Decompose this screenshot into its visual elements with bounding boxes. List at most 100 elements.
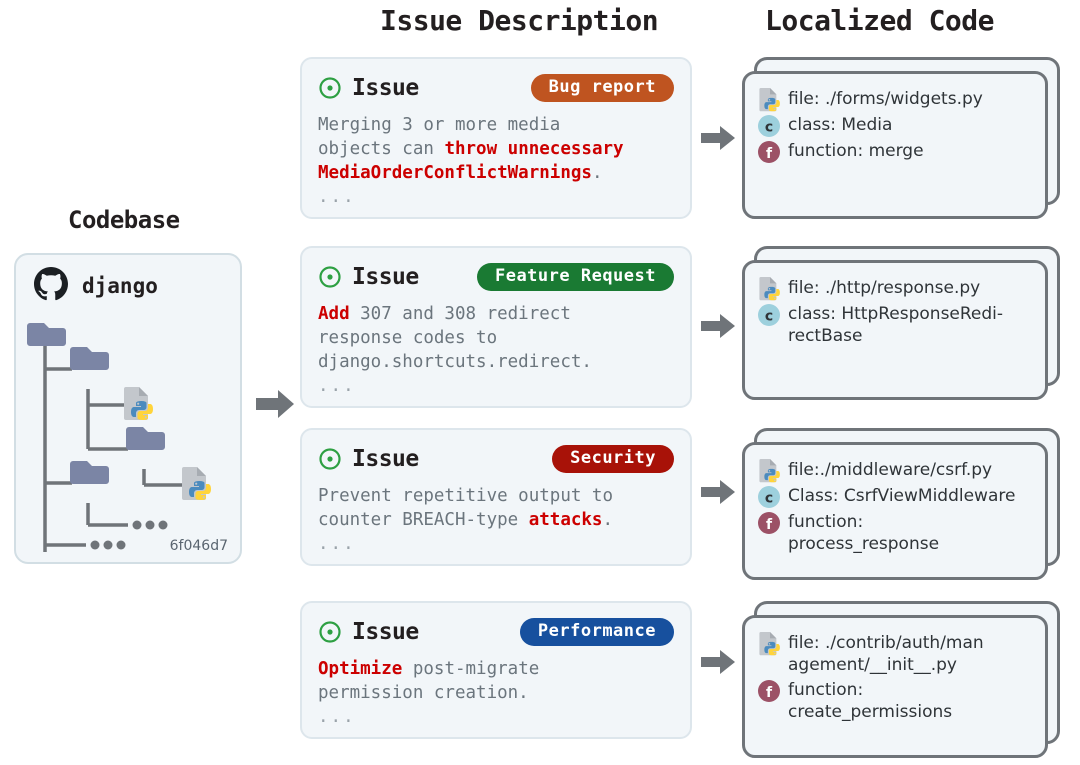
- folder-icon: [70, 461, 109, 484]
- python-file-icon: [757, 632, 783, 656]
- arrow-right-icon-issue-to-code: [701, 480, 735, 504]
- function-icon: f: [757, 140, 783, 164]
- issue-body-highlight: Add: [318, 304, 350, 324]
- issue-body-text: 307 and 308 redirect response codes to d…: [318, 304, 592, 373]
- svg-text:f: f: [766, 685, 773, 701]
- issue-body-highlight: throw unnecessary MediaOrderConflictWarn…: [318, 139, 624, 184]
- issue-type-badge[interactable]: Bug report: [530, 73, 674, 103]
- code-card-front[interactable]: file: ./forms/widgets.py c class: Media …: [742, 71, 1048, 219]
- code-location-line: file:./middleware/csrf.py: [757, 458, 1035, 483]
- issue-open-icon: [318, 265, 342, 289]
- issue-card-header: Issue Security: [318, 442, 674, 476]
- code-location-line: f function: merge: [757, 139, 1035, 164]
- issue-truncation-ellipsis: ...: [318, 707, 356, 728]
- repo-name-label: django: [82, 274, 158, 298]
- arrow-right-icon-issue-to-code: [701, 126, 735, 150]
- class-icon: c: [758, 115, 780, 137]
- issue-card[interactable]: Issue Feature Request Add 307 and 308 re…: [300, 246, 692, 409]
- tree-ellipsis-icon: [90, 540, 126, 550]
- issue-open-icon: [318, 447, 342, 471]
- code-location-text: function: merge: [788, 141, 924, 161]
- issue-type-badge[interactable]: Security: [552, 444, 674, 474]
- localized-code-stack[interactable]: file: ./forms/widgets.py c class: Media …: [742, 57, 1060, 219]
- code-location-text: function: create_permissions: [788, 679, 953, 723]
- code-card-front[interactable]: file:./middleware/csrf.py c Class: CsrfV…: [742, 442, 1048, 580]
- issue-type-badge[interactable]: Performance: [519, 617, 674, 647]
- class-icon: c: [757, 114, 783, 138]
- code-location-text: file:./middleware/csrf.py: [788, 460, 993, 480]
- arrow-right-icon-issue-to-code: [701, 650, 735, 674]
- issue-body-text: .: [591, 163, 603, 184]
- function-icon: f: [758, 679, 780, 702]
- code-card-front[interactable]: file: ./contrib/auth/man agement/__init_…: [742, 615, 1048, 758]
- arrow-right-icon-codebase: [256, 390, 294, 418]
- python-file-icon: [124, 387, 153, 420]
- python-file-icon: [759, 459, 780, 483]
- code-card-front[interactable]: file: ./http/response.py c class: HttpRe…: [742, 260, 1048, 400]
- python-file-icon: [757, 459, 783, 483]
- svg-text:c: c: [765, 491, 773, 507]
- issue-open-icon: [318, 76, 342, 100]
- file-tree-diagram: [27, 323, 211, 552]
- codebase-panel: django: [14, 253, 242, 564]
- issue-truncation-ellipsis: ...: [318, 534, 356, 555]
- issue-card-header: Issue Bug report: [318, 71, 674, 105]
- issue-title: Issue: [352, 446, 419, 472]
- issue-truncation-ellipsis: ...: [318, 187, 356, 208]
- issue-body: Add 307 and 308 redirect response codes …: [318, 302, 674, 374]
- code-location-line: file: ./contrib/auth/man agement/__init_…: [757, 631, 1035, 677]
- python-file-icon: [757, 277, 783, 301]
- function-icon: f: [757, 679, 783, 703]
- issue-body-highlight: Optimize: [318, 659, 403, 679]
- issue-body: Merging 3 or more media objects can thro…: [318, 113, 674, 185]
- localized-code-stack[interactable]: file: ./http/response.py c class: HttpRe…: [742, 246, 1060, 400]
- localized-code-stack[interactable]: file:./middleware/csrf.py c Class: CsrfV…: [742, 428, 1060, 580]
- svg-text:c: c: [765, 309, 773, 325]
- issue-open-icon: [318, 620, 342, 644]
- code-location-line: c class: HttpResponseRedi- rectBase: [757, 302, 1035, 348]
- code-location-text: function: process_response: [788, 512, 940, 555]
- class-icon: c: [758, 304, 780, 326]
- python-file-icon: [759, 277, 780, 301]
- issue-body-text: post-migrate permission creation.: [318, 659, 540, 704]
- python-file-icon: [182, 467, 211, 500]
- code-location-line: f function: process_response: [757, 510, 1035, 556]
- code-location-text: class: HttpResponseRedi- rectBase: [788, 304, 1004, 347]
- column-header-codebase: Codebase: [68, 206, 180, 234]
- issue-card[interactable]: Issue Performance Optimize post-migrate …: [300, 601, 692, 740]
- code-location-line: c class: Media: [757, 113, 1035, 138]
- issue-card-header: Issue Performance: [318, 615, 674, 649]
- function-icon: f: [757, 511, 783, 535]
- issue-body-highlight: attacks: [528, 510, 603, 531]
- issue-body-text: Merging 3 or more media objects can: [318, 115, 561, 160]
- issue-card-header: Issue Feature Request: [318, 260, 674, 294]
- issue-body-text: .: [602, 510, 614, 531]
- issue-title: Issue: [352, 264, 419, 290]
- python-file-icon: [759, 88, 780, 112]
- function-icon: f: [758, 141, 780, 163]
- localized-code-stack[interactable]: file: ./contrib/auth/man agement/__init_…: [742, 601, 1060, 758]
- issue-card[interactable]: Issue Bug report Merging 3 or more media…: [300, 57, 692, 220]
- issue-title: Issue: [352, 75, 419, 101]
- class-icon: c: [757, 303, 783, 327]
- svg-text:f: f: [766, 517, 773, 533]
- github-icon: [34, 267, 68, 305]
- class-icon: c: [757, 485, 783, 509]
- tree-ellipsis-icon: [132, 520, 168, 530]
- code-location-line: c Class: CsrfViewMiddleware: [757, 484, 1035, 509]
- issue-type-badge[interactable]: Feature Request: [476, 262, 674, 292]
- code-location-text: file: ./contrib/auth/man agement/__init_…: [788, 633, 984, 676]
- issue-truncation-ellipsis: ...: [318, 376, 356, 397]
- issue-card[interactable]: Issue Security Prevent repetitive output…: [300, 428, 692, 567]
- folder-icon: [70, 347, 109, 370]
- class-icon: c: [758, 486, 780, 508]
- issue-body: Prevent repetitive output to counter BRE…: [318, 484, 674, 532]
- svg-text:c: c: [765, 120, 773, 136]
- code-location-line: f function: create_permissions: [757, 678, 1035, 724]
- code-location-text: class: Media: [788, 115, 893, 135]
- svg-text:f: f: [766, 146, 773, 162]
- issue-title: Issue: [352, 619, 419, 645]
- repo-header: django: [34, 267, 158, 305]
- code-location-text: file: ./forms/widgets.py: [788, 89, 983, 109]
